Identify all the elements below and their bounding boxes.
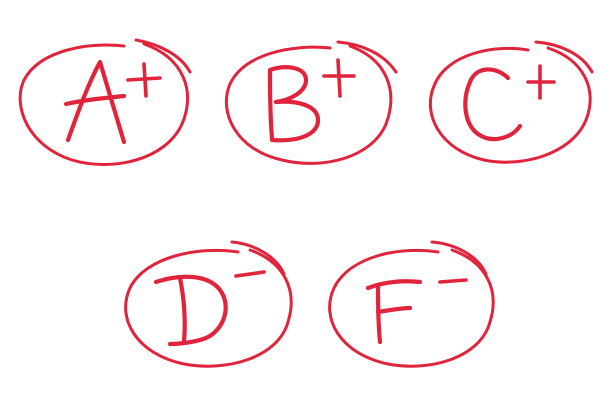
grade-letter-b <box>267 65 321 143</box>
circled-ring <box>224 40 398 165</box>
grade-a-plus <box>18 38 192 166</box>
circled-ring <box>428 40 594 164</box>
minus-sign <box>234 270 266 278</box>
grade-d-minus <box>124 240 293 368</box>
grade-f-minus <box>328 240 495 368</box>
minus-sign <box>438 278 468 284</box>
grade-b-plus <box>224 40 398 165</box>
grade-c-plus <box>428 40 594 164</box>
circled-ring <box>328 240 495 368</box>
grade-letter-c <box>463 67 523 142</box>
plus-sign <box>526 64 556 100</box>
circled-ring <box>18 38 192 166</box>
circled-ring <box>124 240 293 368</box>
grade-letter-f <box>365 279 423 345</box>
grade-letter-d <box>153 274 228 347</box>
grade-letter-a <box>63 59 127 145</box>
plus-sign <box>126 62 162 98</box>
plus-sign <box>322 58 356 98</box>
